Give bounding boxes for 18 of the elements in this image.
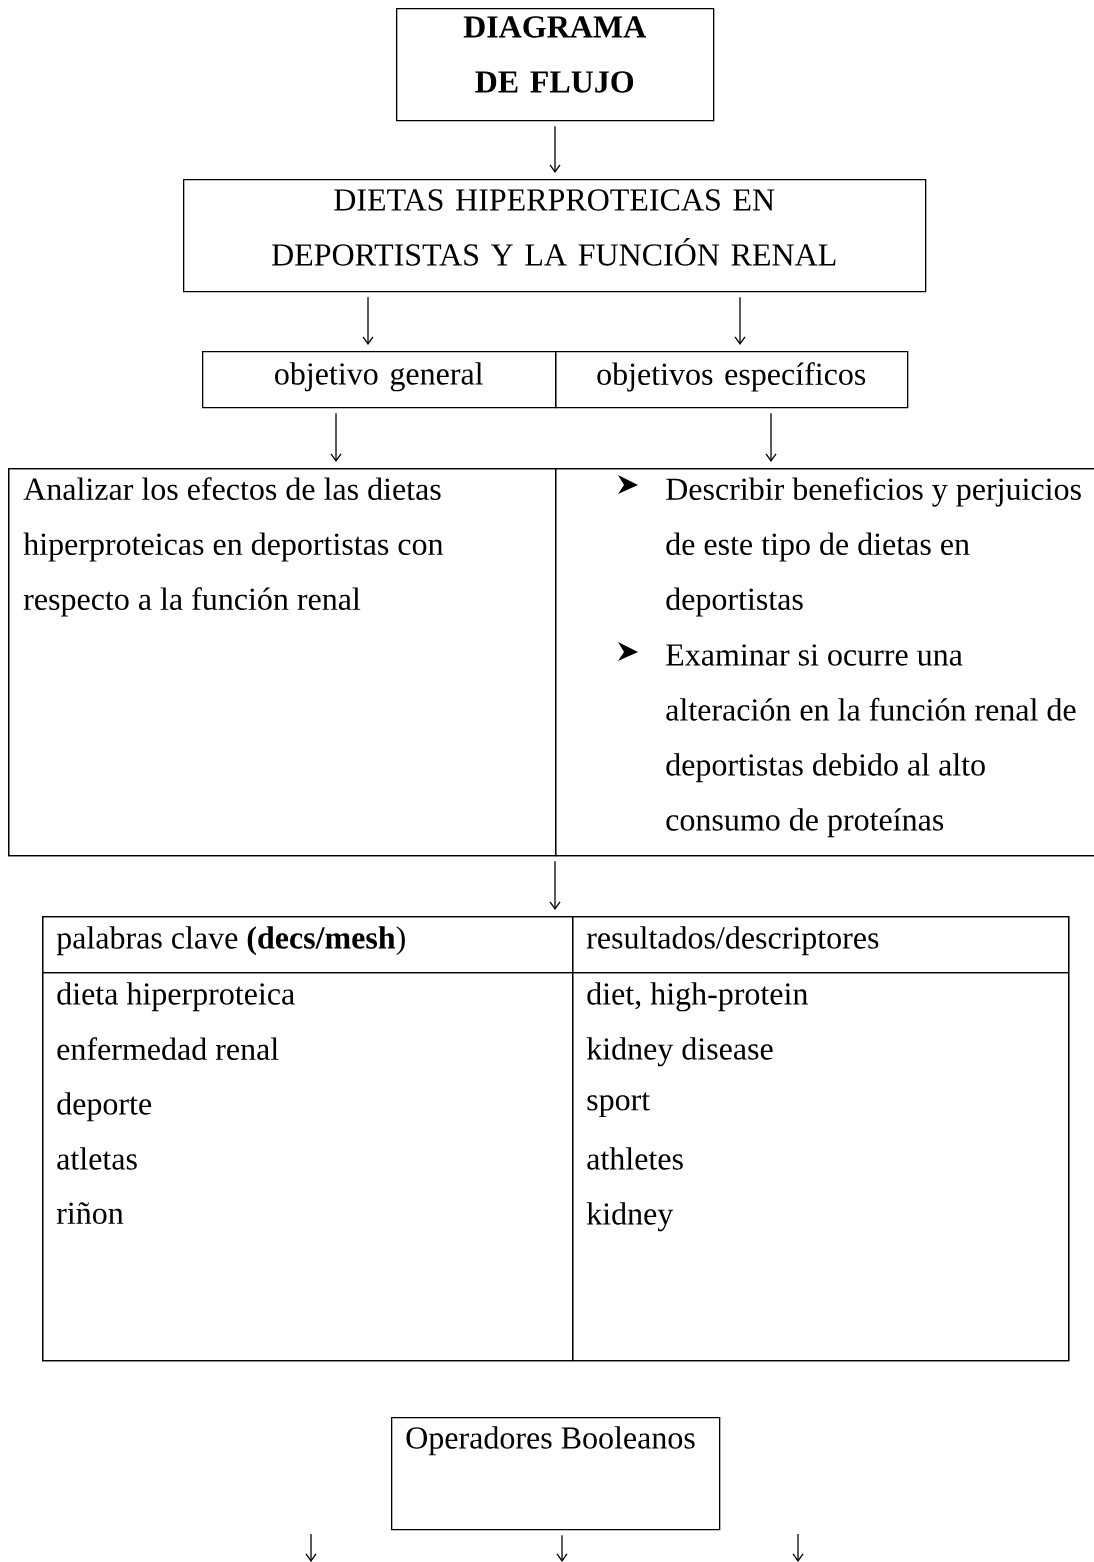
table-cell: objetivos específicos [555,351,909,409]
table-cell: diet, high-protein kidney disease sport athletes kidney [572,972,1070,1362]
arrow [330,412,342,462]
title-box: DIAGRAMA DE FLUJO [396,8,715,122]
arrow [549,860,561,910]
table-cell: resultados/descriptores [572,916,1070,974]
arrow [734,296,746,345]
heading-box: DIETAS HIPERPROTEICAS EN DEPORTISTAS Y LA FUNCIÓN RENAL [183,179,927,293]
table-cell: palabras clave (decs/mesh) [42,916,574,974]
arrow [362,296,374,345]
operator-box: Operadores Booleanos [391,1417,721,1531]
arrow [765,412,777,462]
arrow [556,1534,568,1562]
table-cell: dieta hiperproteica enfermedad renal deporte atletas riñon [42,972,574,1362]
table-cell: objetivo general [202,351,557,409]
table-cell: Analizar los efectos de las dietas hiperproteicas en deportistas con respecto a la función renal [8,468,557,857]
table-cell: Describir beneficios y perjuicios de este tipo de dietas en deportistas Examinar si ocurre una alteración en la función renal de deportistas debido al alto consumo de proteínas [555,468,1094,857]
arrow [549,125,561,173]
